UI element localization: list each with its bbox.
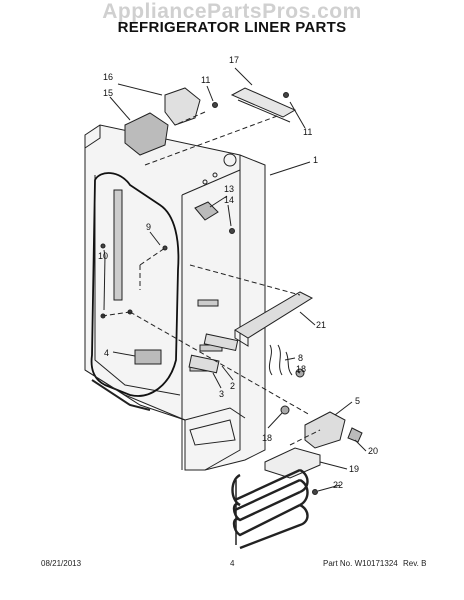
part-21-channel xyxy=(234,291,314,339)
part-20 xyxy=(347,427,363,443)
callout: 11 xyxy=(201,75,210,85)
callout: 8 xyxy=(298,353,303,363)
callout: 10 xyxy=(98,251,108,261)
callout: 16 xyxy=(103,72,113,82)
callout: 21 xyxy=(316,320,326,330)
callout: 17 xyxy=(229,55,239,65)
callout: 18 xyxy=(296,364,306,374)
watermark: AppliancePartsPros.com xyxy=(102,0,362,23)
part-5-block xyxy=(304,411,346,449)
defrost-heater xyxy=(232,468,301,537)
callout: 22 xyxy=(333,480,343,490)
callout: 19 xyxy=(349,464,359,474)
part-19-bracket xyxy=(264,447,321,479)
footer-part-no: Part No. W10171324 xyxy=(323,559,398,568)
footer-date: 08/21/2013 xyxy=(41,559,82,568)
callout: 2 xyxy=(230,381,235,391)
part-8-harness xyxy=(268,344,293,376)
part-2 xyxy=(203,333,239,352)
callout: 4 xyxy=(104,348,109,358)
callout: 3 xyxy=(219,389,224,399)
callout: 14 xyxy=(224,195,234,205)
callout: 5 xyxy=(355,396,360,406)
part-16-bracket xyxy=(164,87,201,126)
callout: 15 xyxy=(103,88,113,98)
callout: 20 xyxy=(368,446,378,456)
callouts: 17 16 11 15 11 1 13 14 9 10 21 8 18 4 2 … xyxy=(98,55,378,490)
diagram-title: REFRIGERATOR LINER PARTS xyxy=(117,19,347,36)
liner-body xyxy=(84,124,266,471)
part-15-housing xyxy=(124,112,169,156)
callout: 11 xyxy=(303,127,312,137)
part-3 xyxy=(188,354,220,374)
callout: 9 xyxy=(146,222,151,232)
footer-rev: Rev. B xyxy=(403,559,427,568)
footer-page: 4 xyxy=(230,559,235,568)
callout: 13 xyxy=(224,184,234,194)
part-4 xyxy=(134,349,162,365)
callout: 18 xyxy=(262,433,272,443)
callout: 1 xyxy=(313,155,318,165)
part-13-clip xyxy=(194,201,219,221)
